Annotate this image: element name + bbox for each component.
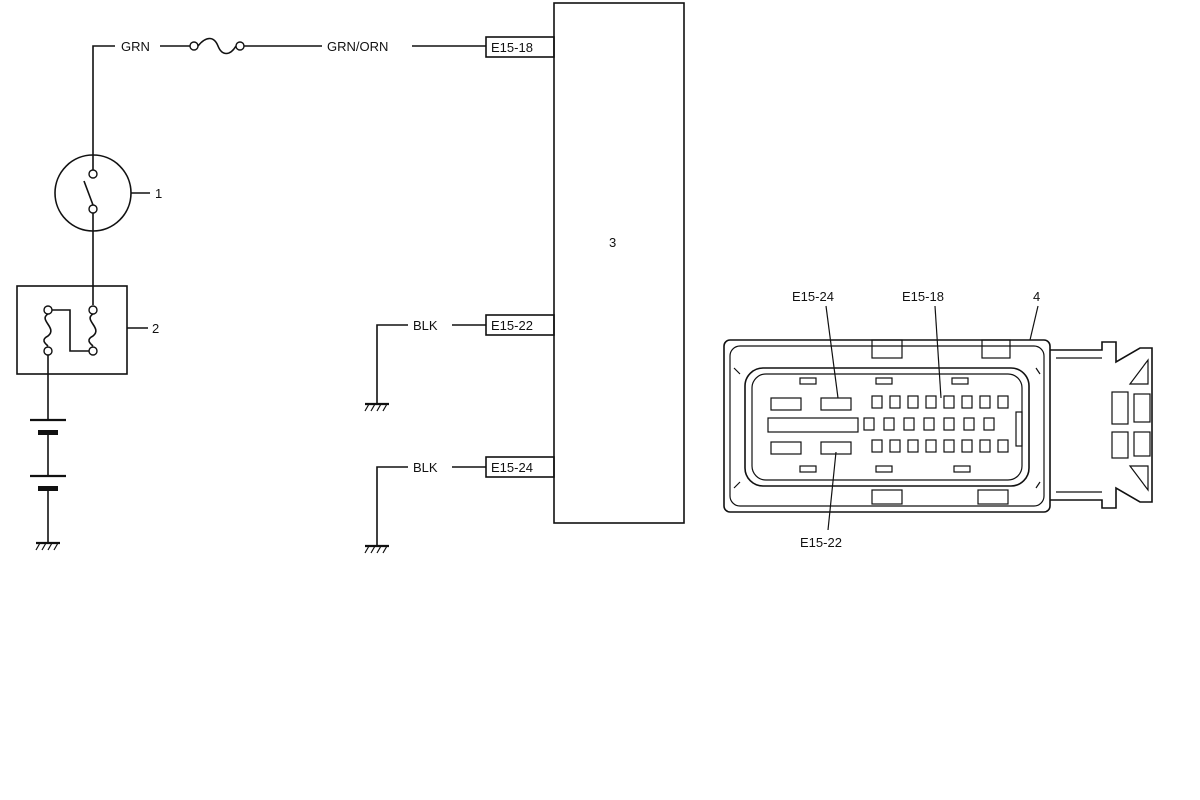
ground-icon — [364, 402, 389, 412]
wire-label-grn-orn: GRN/ORN — [327, 39, 388, 54]
callout-2: 2 — [152, 321, 159, 336]
terminal-e15-24: E15-24 — [491, 460, 533, 475]
power-circuit: GRN GRN/ORN 1 — [16, 37, 486, 551]
latch — [1050, 341, 1153, 509]
connector-label-e15-24: E15-24 — [792, 289, 834, 304]
ecm-module: 3 E15-18 E15-22 E15-24 — [485, 2, 685, 524]
wire-label-blk-2: BLK — [413, 460, 438, 475]
connector-face-view: E15-24 E15-18 4 E15-22 — [723, 289, 1153, 550]
terminal-e15-22: E15-22 — [491, 318, 533, 333]
callout-1: 1 — [155, 186, 162, 201]
ground-wire-e15-24: BLK — [364, 460, 486, 554]
connector-label-e15-18: E15-18 — [902, 289, 944, 304]
callout-3: 3 — [609, 235, 616, 250]
connector-label-e15-22: E15-22 — [800, 535, 842, 550]
relay-box — [16, 285, 128, 375]
terminal-e15-18: E15-18 — [491, 40, 533, 55]
callout-4: 4 — [1033, 289, 1040, 304]
battery-icon — [30, 355, 66, 542]
wire-label-blk-1: BLK — [413, 318, 438, 333]
wire-label-grn: GRN — [121, 39, 150, 54]
fuse-icon — [189, 37, 245, 55]
ground-icon — [35, 541, 60, 551]
pin-row-top — [871, 395, 1009, 409]
pin-row-bottom — [871, 439, 1009, 453]
ground-wire-e15-22: BLK — [364, 318, 486, 412]
pin-row-middle — [863, 417, 995, 431]
ground-icon — [364, 544, 389, 554]
